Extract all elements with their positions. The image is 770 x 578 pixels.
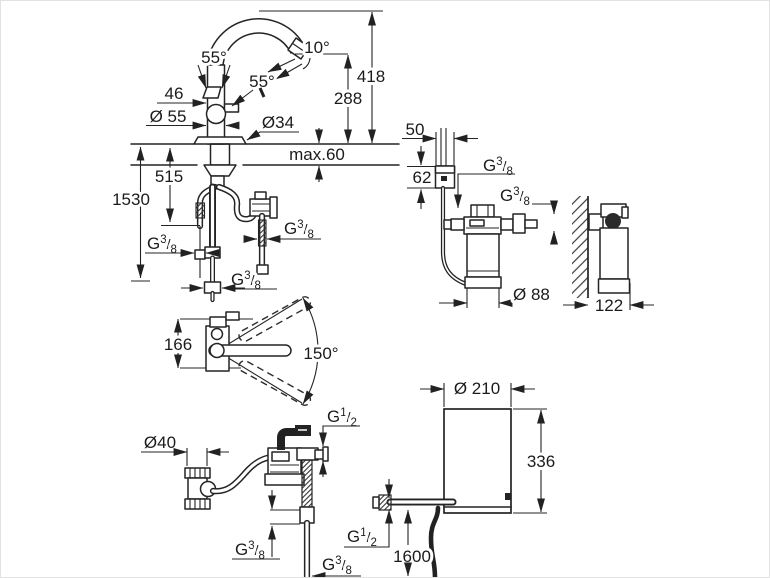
dim-spout-height: 418 [357, 67, 385, 86]
filter-inlet-port [450, 218, 465, 231]
thread-label-g38-right: G3/8 [284, 219, 314, 241]
trap-cap-top [184, 467, 211, 479]
wall-bracket [588, 213, 604, 231]
faucet-side-view: 418 288 10° 55° 55° 46 Ø 55 Ø34 max.60 5… [109, 10, 400, 303]
dim-outlet-height: 288 [334, 89, 362, 108]
power-cable-up [440, 128, 447, 166]
filter-side-view: 122 [563, 196, 654, 315]
thread-label-g38-filter-a: G3/8 [483, 156, 513, 178]
thread-label-g12-boiler: G1/2 [347, 527, 377, 549]
dim-pipe-length: 515 [155, 167, 183, 186]
spout-top [208, 344, 292, 357]
left-pipe-nut [194, 249, 206, 260]
knob-top [210, 327, 224, 341]
faucet-knob [205, 103, 227, 125]
boiler-view: Ø 210 336 G1/2 1600 [344, 379, 558, 577]
dim-filter-diameter: Ø 88 [513, 285, 550, 304]
escutcheon [193, 136, 247, 145]
dim-box-width: 50 [406, 120, 425, 139]
locknut [203, 164, 237, 177]
power-cable [428, 505, 441, 577]
thread-label-g38-riser: G3/8 [235, 540, 265, 562]
thread-label-g38-bottom: G3/8 [231, 270, 261, 292]
thread-label-g38-tail: G3/8 [322, 555, 352, 577]
thread-label-g38-left: G3/8 [147, 234, 177, 256]
boiler-body [443, 408, 512, 514]
dim-hose-length: 1530 [112, 190, 150, 209]
countertop-lines [130, 143, 400, 166]
filter-cartridge [466, 233, 500, 278]
swivel-arc [302, 297, 319, 405]
left-pipe-thread [195, 202, 206, 219]
dim-handle-clearance: 46 [165, 84, 184, 103]
dim-deck-thickness: max.60 [289, 145, 345, 164]
lever-top [225, 311, 240, 321]
filter-front-view: 50 62 G3/8 G3/8 [402, 120, 558, 308]
dim-swivel-angle: 150° [303, 344, 338, 363]
filter-head-top [470, 204, 495, 218]
dim-cable-length: 1600 [393, 547, 431, 566]
stream-line-1 [267, 58, 296, 73]
swivel-ghost-lower [238, 360, 312, 406]
wall-hatch [572, 196, 588, 298]
dim-depth-from-wall: 122 [595, 296, 623, 315]
stream-line-2 [275, 63, 303, 80]
dim-boiler-diameter: Ø 210 [454, 379, 500, 398]
dim-hole-diameter: Ø34 [262, 113, 294, 132]
dim-body-diameter: Ø 55 [150, 107, 187, 126]
right-pipe-thread [257, 219, 267, 247]
filter-outlet-port [500, 218, 514, 231]
filter-side-body [599, 227, 629, 280]
trap-cap-bottom [184, 498, 211, 510]
lever-bracket [223, 103, 240, 113]
thread-label-g12-valve: G1/2 [327, 407, 357, 429]
right-pipe-nut [256, 264, 269, 275]
thread-label-g38-filter-b: G3/8 [500, 186, 530, 208]
faucet-lever [202, 86, 222, 99]
dim-stream-angle: 10° [304, 38, 330, 57]
under-sink-view: Ø40 G1/2 G3/8 G3/8 [141, 404, 361, 577]
dim-lever-angle-a: 55° [201, 48, 227, 67]
dim-lever-angle-b: 55° [249, 72, 275, 91]
elbow-fitting [277, 428, 299, 450]
threaded-riser [301, 459, 313, 508]
spout-pivot [209, 342, 225, 359]
dim-depth: 166 [164, 335, 192, 354]
dim-box-height: 62 [413, 168, 432, 187]
mounting-shank [209, 143, 231, 166]
dim-boiler-height: 336 [527, 452, 555, 471]
dim-trap-diameter: Ø40 [144, 433, 176, 452]
filter-head-knob [605, 213, 621, 229]
faucet-top-view: 166 150° [161, 296, 342, 406]
